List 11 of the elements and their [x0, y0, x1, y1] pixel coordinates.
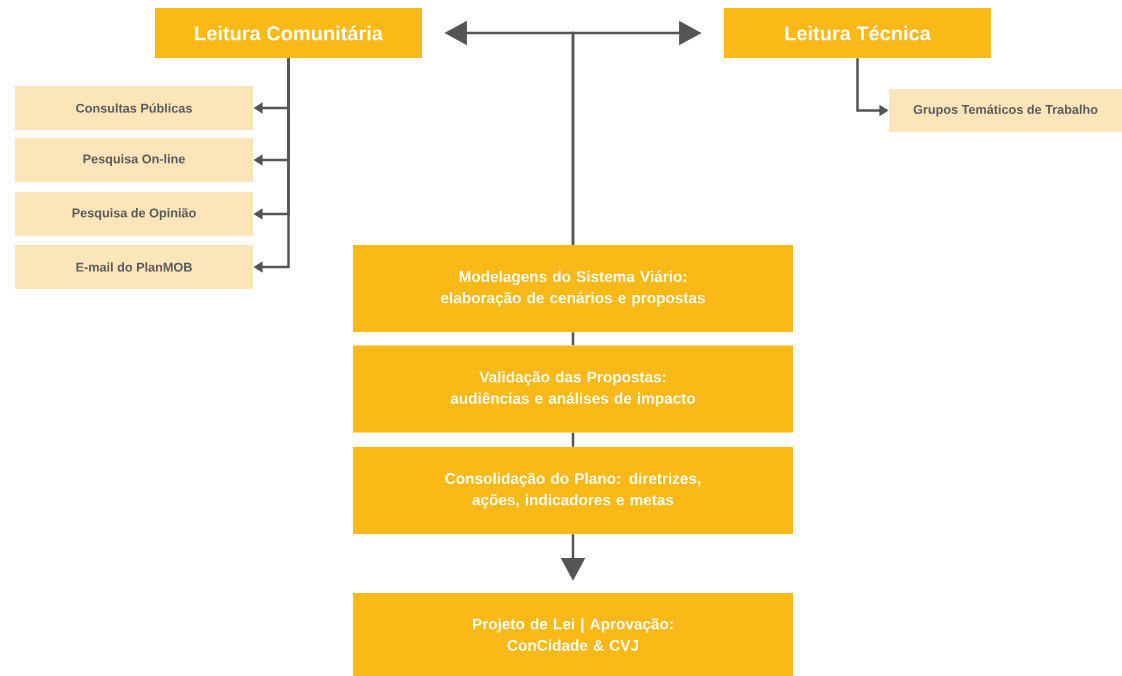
method-box: Consultas Públicas	[15, 86, 253, 130]
stage-box: Modelagens do Sistema Viário: elaboração de cenários e propostas	[353, 245, 793, 332]
stage-box: Validação das Propostas: audiências e análises de impacto	[353, 345, 793, 433]
method-box: E-mail do PlanMOB	[15, 245, 253, 289]
stage-box: Projeto de Lei | Aprovação: ConCidade & CVJ	[353, 593, 793, 676]
stage-box: Consolidação do Plano: diretrizes, ações, indicadores e metas	[353, 447, 793, 534]
title-box: Leitura Técnica	[724, 8, 991, 58]
method-box: Pesquisa On-line	[15, 138, 253, 182]
title-box: Leitura Comunitária	[155, 8, 422, 58]
method-box: Pesquisa de Opinião	[15, 192, 253, 236]
method-box: Grupos Temáticos de Trabalho	[889, 89, 1122, 132]
